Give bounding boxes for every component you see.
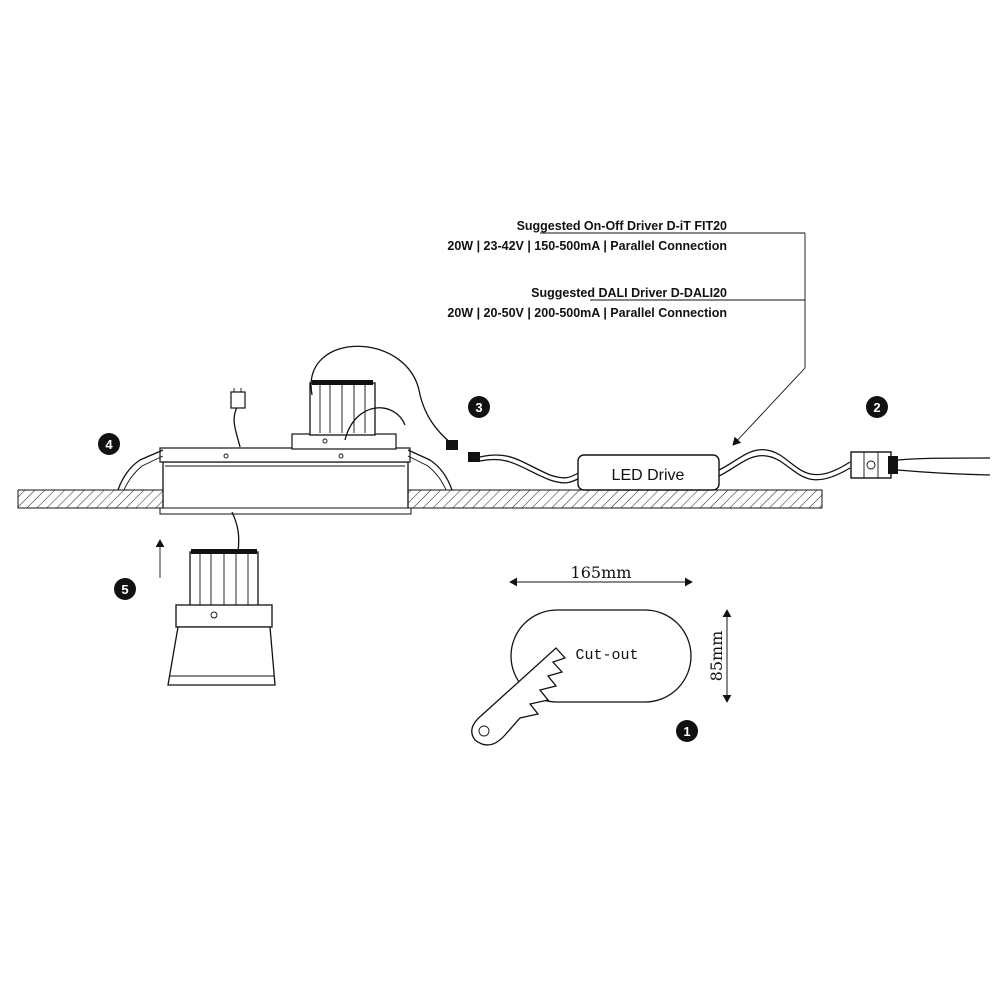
short-wire xyxy=(344,407,406,441)
svg-text:4: 4 xyxy=(105,437,113,452)
connector-3 xyxy=(446,440,480,462)
spring-clip-left xyxy=(117,449,164,491)
cutout-label: Cut-out xyxy=(575,647,638,664)
svg-text:3: 3 xyxy=(475,400,482,415)
light-engine-top xyxy=(309,380,376,436)
ceiling-board xyxy=(17,489,823,509)
engine-wire xyxy=(310,345,453,445)
step-badge-5: 5 xyxy=(114,578,136,600)
drive-output-wire xyxy=(718,449,851,476)
driver-callout xyxy=(540,232,806,446)
light-engine-bottom xyxy=(167,549,276,686)
engine-bottom-wire xyxy=(231,511,240,553)
step-badge-1: 1 xyxy=(676,720,698,742)
cutout-outline xyxy=(510,609,692,703)
cutout-width-label: 165mm xyxy=(571,563,632,582)
drive-input-wire-2 xyxy=(479,458,581,484)
drive-input-wire xyxy=(479,454,581,479)
dali-driver-title: Suggested DALI Driver D-DALI20 xyxy=(531,286,727,300)
step-badge-2: 2 xyxy=(866,396,888,418)
spring-clip-right xyxy=(407,449,453,491)
mains-wire-2 xyxy=(897,469,991,476)
led-driver-box: LED Drive xyxy=(577,454,720,491)
svg-text:5: 5 xyxy=(121,582,128,597)
svg-text:1: 1 xyxy=(683,724,690,739)
terminal-block xyxy=(850,451,898,479)
step-badge-4: 4 xyxy=(98,433,120,455)
cutout-height-label: 85mm xyxy=(707,631,726,682)
drive-output-wire-2 xyxy=(718,455,851,481)
mains-wire xyxy=(897,457,991,461)
onoff-driver-spec: 20W | 23-42V | 150-500mA | Parallel Conn… xyxy=(447,239,727,253)
svg-text:2: 2 xyxy=(873,400,880,415)
cutout-diagram: 165mm 85mm Cut-out xyxy=(471,563,732,746)
dali-driver-spec: 20W | 20-50V | 200-500mA | Parallel Conn… xyxy=(447,306,727,320)
led-driver-label: LED Drive xyxy=(612,467,685,484)
housing-connector xyxy=(230,388,246,448)
saw-icon xyxy=(471,647,567,746)
fixture-housing xyxy=(159,433,412,515)
onoff-driver-title: Suggested On-Off Driver D-iT FIT20 xyxy=(517,219,727,233)
step-badge-3: 3 xyxy=(468,396,490,418)
